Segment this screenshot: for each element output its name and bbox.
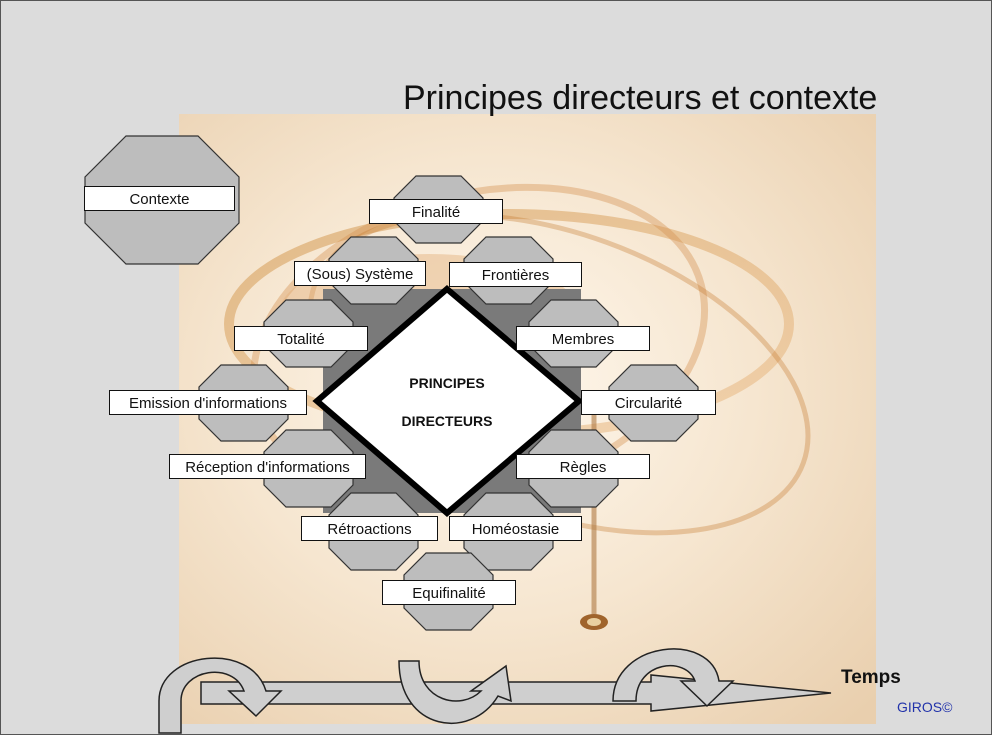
principle-circularite: Circularité bbox=[581, 390, 716, 415]
center-diamond bbox=[312, 285, 584, 517]
principle-membres: Membres bbox=[516, 326, 650, 351]
principle-sous-systeme: (Sous) Système bbox=[294, 261, 426, 286]
principle-totalite: Totalité bbox=[234, 326, 368, 351]
slide-title: Principes directeurs et contexte bbox=[403, 79, 878, 117]
principle-equifinalite: Equifinalité bbox=[382, 580, 516, 605]
principle-frontieres: Frontières bbox=[449, 262, 582, 287]
time-label: Temps bbox=[841, 667, 901, 688]
principle-finalite: Finalité bbox=[369, 199, 503, 224]
cycle-arrow-1 bbox=[158, 657, 283, 734]
principle-homeostasie: Homéostasie bbox=[449, 516, 582, 541]
center-line-2: DIRECTEURS bbox=[401, 413, 493, 429]
copyright-label: GIROS© bbox=[897, 699, 953, 715]
timeline-arrow bbox=[200, 674, 832, 712]
cycle-arrow-3 bbox=[612, 648, 735, 708]
center-line-1: PRINCIPES bbox=[409, 375, 485, 391]
principle-regles: Règles bbox=[516, 454, 650, 479]
cycle-arrow-2 bbox=[398, 660, 512, 724]
principle-retroactions: Rétroactions bbox=[301, 516, 438, 541]
principle-reception: Réception d'informations bbox=[169, 454, 366, 479]
context-label: Contexte bbox=[84, 186, 235, 211]
principle-emission: Emission d'informations bbox=[109, 390, 307, 415]
